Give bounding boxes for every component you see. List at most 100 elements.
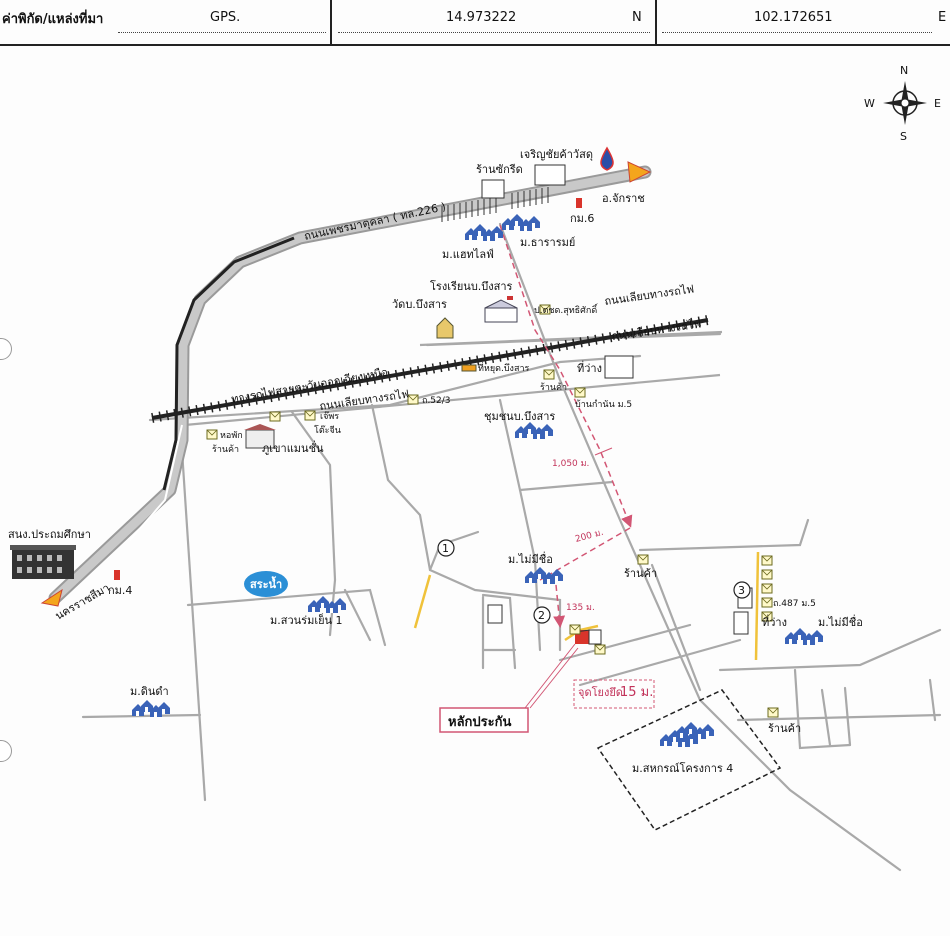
m-mai-mi-chue-2-label: ม.ไม่มีชื่อ xyxy=(818,614,863,629)
compass-east: E xyxy=(934,97,941,110)
header-cell-source xyxy=(0,0,332,46)
village-icon-sahakorn-2 xyxy=(676,722,714,739)
school-label: โรงเรียนบ.บึงสาร xyxy=(430,279,513,293)
coordinate-source-value: GPS. xyxy=(210,10,241,25)
temple-label: วัดบ.บึงสาร xyxy=(392,298,447,311)
marker-2: 2 xyxy=(533,606,551,624)
m-suanrom-label: ม.สวนร่มเย็น 1 xyxy=(270,613,343,627)
railway-line xyxy=(151,315,709,423)
village-icon-community xyxy=(515,422,553,439)
compass-west: W xyxy=(864,97,875,110)
compass-north: N xyxy=(900,64,908,77)
svg-text:1: 1 xyxy=(442,542,449,555)
temple-icon xyxy=(436,317,454,339)
village-icon-dindam xyxy=(132,700,170,717)
shop-icon xyxy=(761,569,773,580)
ref-point-label: จุดโยงยึด xyxy=(578,685,623,699)
distance-200-label: 200 ม. xyxy=(574,528,604,545)
vacant-lots xyxy=(487,355,753,635)
arrow-nakhon xyxy=(40,588,63,607)
svg-text:3: 3 xyxy=(738,584,745,597)
shop-icon xyxy=(761,583,773,594)
rail-road-label-1: ถนนเลียบทางรถไฟ xyxy=(604,283,695,308)
m-dindam-label: ม.ดินดำ xyxy=(130,685,169,698)
latitude-value: 14.973222 xyxy=(446,10,517,25)
ref-point-distance: 15 ม. xyxy=(620,685,653,700)
sahakorn-boundary xyxy=(596,689,782,831)
charoen-label: เจริญชัยค้าวัสดุ xyxy=(520,148,593,161)
shop-dorm-label: ร้านค้า xyxy=(212,444,239,455)
km6-post-icon xyxy=(576,198,582,208)
km4-label: กม.4 xyxy=(108,584,132,597)
shop-icon xyxy=(574,387,586,398)
m-hightlife-label: ม.แฮทไลฟ์ xyxy=(442,248,494,261)
village-icon-tararom xyxy=(502,214,540,231)
police-label: ป.ตชด.สุทธิศักดิ์ xyxy=(534,303,599,316)
dotted-underline-3 xyxy=(662,32,932,33)
roadside-stalls xyxy=(441,164,566,222)
je-porn-label: เจ๊พร xyxy=(320,411,339,422)
collateral-label: หลักประกัน xyxy=(448,715,511,730)
arrow-chakkarat xyxy=(627,161,652,183)
rail-side-roads xyxy=(184,330,723,427)
shop-icon xyxy=(569,624,581,635)
edu-office-label: สนง.ประถมศึกษา xyxy=(8,528,91,541)
fuel-drop-icon xyxy=(600,146,614,171)
km6-label: กม.6 xyxy=(570,212,594,225)
shop-icon xyxy=(761,597,773,608)
to-chakkarat-label: อ.จักราช xyxy=(602,192,645,205)
shop-laundry-label: ร้านซักรีด xyxy=(476,163,523,176)
coordinate-source-label: ค่าพิกัด/แหล่งที่มา xyxy=(2,12,104,27)
shop-east-label: ร้านค้า xyxy=(768,722,801,735)
shop-icon xyxy=(761,555,773,566)
header-cell-lat xyxy=(332,0,657,46)
compass-south: S xyxy=(900,130,907,143)
shop-icon xyxy=(543,369,555,380)
shop-icon xyxy=(637,554,649,565)
longitude-value: 102.172651 xyxy=(754,10,833,25)
distance-135-label: 135 ม. xyxy=(566,603,595,613)
ban-kamnan-label: บ้านกำนัน ม.5 xyxy=(575,399,632,410)
shop-icon xyxy=(767,707,779,718)
toh-jeen-label: โต๊ะจีน xyxy=(314,425,341,436)
pond-label: สระน้ำ xyxy=(250,576,282,591)
marker-1: 1 xyxy=(437,539,455,557)
village-icon-hightlife xyxy=(465,224,503,241)
compass-rose xyxy=(883,81,927,125)
m-mai-mi-chue-1-label: ม.ไม่มีชื่อ xyxy=(508,551,553,566)
route-path xyxy=(499,224,633,628)
collateral-pointer xyxy=(524,643,579,709)
coordinates-header: ค่าพิกัด/แหล่งที่มา GPS. 14.973222 N 102… xyxy=(0,0,950,46)
vacant-2-label: ที่ว่าง xyxy=(762,614,787,629)
community-label: ชุมชนบ.บึงสาร xyxy=(484,410,555,423)
mansion-building-icon xyxy=(244,424,276,449)
shop-station-label: ร้านค้า xyxy=(540,382,567,393)
header-cell-lon xyxy=(657,0,950,46)
station-label: ที่หยุด.บึงสาร xyxy=(478,361,529,374)
shop-icon xyxy=(304,410,316,421)
distance-1050-label: 1,050 ม. xyxy=(552,459,589,469)
village-icon-suanrom xyxy=(308,596,346,613)
phukhao-label: ภูเขาแมนชั่น xyxy=(262,440,324,455)
km4-post-icon xyxy=(114,570,120,580)
station-icon xyxy=(461,364,477,372)
marker-3: 3 xyxy=(733,581,751,599)
village-icon-mai-mi-chue-1 xyxy=(525,567,563,584)
office-building-icon xyxy=(10,545,76,579)
village-icon-mai-mi-chue-2 xyxy=(785,628,823,645)
shop-icon xyxy=(594,644,606,655)
ref-point-box xyxy=(573,679,655,709)
shop-mid-label: ร้านค้า xyxy=(624,567,657,580)
collateral-label-box xyxy=(439,707,529,733)
alley-487-label: ถ.487 ม.5 xyxy=(773,599,816,609)
svg-text:2: 2 xyxy=(538,609,545,622)
pond-icon xyxy=(244,571,288,597)
m-tararom-label: ม.ธารารมย์ xyxy=(520,236,575,249)
dorm-label: หอพัก xyxy=(220,431,243,441)
dotted-underline-2 xyxy=(338,32,650,33)
vacant-1-label: ที่ว่าง xyxy=(577,360,602,375)
alley-52-label: ถ.52/3 xyxy=(422,396,451,406)
highway-226 xyxy=(48,165,652,605)
latitude-direction: N xyxy=(632,10,642,25)
